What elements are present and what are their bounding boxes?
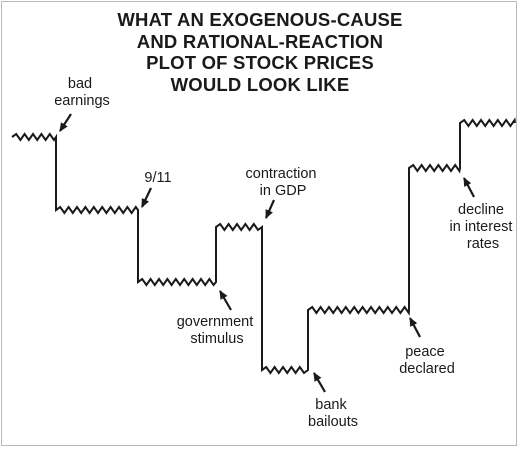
title-line-3: PLOT OF STOCK PRICES — [146, 52, 374, 73]
label-9-11: 9/11 — [144, 170, 171, 186]
label-decline-interest-rates: decline in interest rates — [450, 202, 517, 252]
label-bad-earnings: bad earnings — [54, 76, 110, 109]
arrow-bank-bailouts — [313, 372, 326, 393]
arrow-government-stimulus — [219, 290, 232, 311]
label-bank-bailouts: bank bailouts — [308, 397, 358, 430]
diagram-title: WHAT AN EXOGENOUS-CAUSE AND RATIONAL-REA… — [90, 9, 430, 95]
title-line-4: WOULD LOOK LIKE — [170, 73, 350, 95]
event-arrows — [59, 113, 475, 393]
arrow-bad-earnings — [59, 113, 72, 132]
arrow-9-11 — [141, 187, 152, 208]
title-line-2: AND RATIONAL-REACTION — [136, 30, 384, 52]
arrow-decline-interest-rates — [463, 177, 475, 198]
stock-price-line — [11, 117, 516, 375]
arrow-peace-declared — [409, 317, 421, 338]
label-contraction-gdp: contraction in GDP — [246, 166, 321, 199]
title-line-1: WHAT AN EXOGENOUS-CAUSE — [117, 9, 403, 30]
arrow-contraction-gdp — [264, 199, 276, 219]
label-government-stimulus: government stimulus — [177, 314, 258, 347]
label-peace-declared: peace declared — [399, 344, 455, 377]
